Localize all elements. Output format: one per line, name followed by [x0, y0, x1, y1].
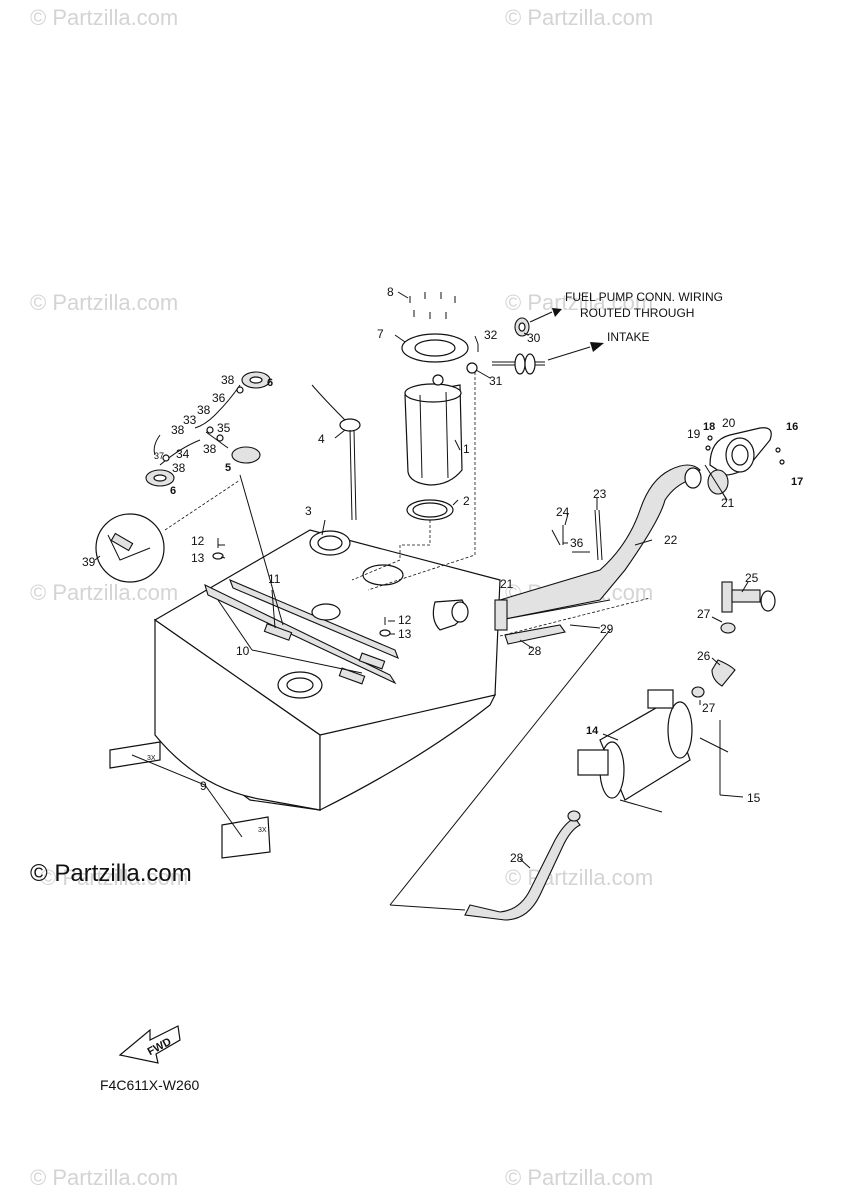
note-wiring-line1: FUEL PUMP CONN. WIRING: [565, 290, 723, 304]
callout-38: 38: [197, 403, 211, 417]
callout-3: 3: [305, 504, 312, 518]
callout-27: 27: [697, 607, 711, 621]
watermark-text: © Partzilla.com: [505, 865, 653, 890]
callout-21: 21: [500, 577, 514, 591]
watermark-layer: © Partzilla.com © Partzilla.com © Partzi…: [30, 5, 653, 1190]
callout-34: 34: [176, 447, 190, 461]
callout-32: 32: [484, 328, 498, 342]
bolts: [212, 538, 391, 637]
callout-38: 38: [203, 442, 217, 456]
watermark-text: © Partzilla.com: [505, 1165, 653, 1190]
callout-7: 7: [377, 327, 384, 341]
callout-38: 38: [171, 423, 185, 437]
watermark-text: © Partzilla.com: [30, 580, 178, 605]
fuel-pump: [351, 292, 476, 591]
watermark-text: © Partzilla.com: [30, 290, 178, 315]
notes: FUEL PUMP CONN. WIRING ROUTED THROUGH IN…: [565, 290, 723, 344]
fuel-hose: [464, 624, 581, 921]
callout-5: 5: [225, 462, 231, 474]
callout-21: 21: [721, 496, 735, 510]
callout-2: 2: [463, 494, 470, 508]
callout-4: 4: [318, 432, 325, 446]
callout-36: 36: [570, 536, 584, 550]
callout-26: 26: [697, 649, 711, 663]
callout-1: 1: [463, 442, 470, 456]
passthrough-grommets: [466, 308, 604, 375]
callout-6: 6: [267, 377, 273, 389]
qty-label: 3X: [258, 827, 267, 834]
callout-30: 30: [527, 331, 541, 345]
callout-17: 17: [791, 476, 803, 488]
callout-28: 28: [510, 851, 524, 865]
callout-37: 37: [154, 451, 164, 461]
vent-fittings: [145, 371, 271, 487]
callout-29: 29: [600, 622, 614, 636]
callout-31: 31: [489, 374, 503, 388]
callout-18: 18: [703, 421, 715, 433]
vent-bracket: [551, 509, 603, 561]
fuel-sender: [311, 384, 361, 521]
callout-22: 22: [664, 533, 678, 547]
damper-9: 3X 3X: [109, 741, 271, 859]
callout-38: 38: [172, 461, 186, 475]
leader-lines: [94, 291, 749, 869]
callout-39: 39: [82, 555, 96, 569]
callout-9: 9: [200, 779, 207, 793]
callout-12: 12: [398, 613, 412, 627]
callout-25: 25: [745, 571, 759, 585]
callout-15: 15: [747, 791, 761, 805]
callout-23: 23: [593, 487, 607, 501]
qty-label: 3X: [147, 755, 156, 762]
note-wiring-line2: ROUTED THROUGH: [580, 306, 694, 320]
callout-19: 19: [687, 427, 701, 441]
fuel-fittings: [691, 581, 776, 698]
callout-35: 35: [217, 421, 231, 435]
diagram-code: F4C611X-W260: [100, 1077, 200, 1093]
callout-12: 12: [191, 534, 205, 548]
reference-lines: [389, 629, 721, 911]
watermark-text: © Partzilla.com: [30, 5, 178, 30]
callout-27: 27: [702, 701, 716, 715]
callout-33: 33: [183, 413, 197, 427]
callout-16: 16: [786, 421, 798, 433]
filler-hose: [494, 464, 702, 637]
watermark-text: © Partzilla.com: [40, 865, 188, 890]
watermark-text: © Partzilla.com: [505, 290, 653, 315]
callout-13: 13: [191, 551, 205, 565]
callout-6: 6: [170, 485, 176, 497]
callout-14: 14: [586, 725, 599, 737]
detail-39: [95, 474, 284, 626]
filler-cap: [705, 427, 785, 495]
callout-24: 24: [556, 505, 570, 519]
callout-38: 38: [221, 373, 235, 387]
callout-11: 11: [268, 572, 281, 586]
callout-10: 10: [236, 644, 250, 658]
watermark-text: © Partzilla.com: [30, 1165, 178, 1190]
fuel-filter: [577, 689, 729, 813]
callout-28: 28: [528, 644, 542, 658]
callout-36: 36: [212, 391, 226, 405]
fwd-arrow-icon: FWD: [118, 1025, 181, 1064]
fuel-tank: [154, 529, 501, 811]
note-intake: INTAKE: [607, 330, 649, 344]
watermark-text: © Partzilla.com: [505, 5, 653, 30]
callout-20: 20: [722, 416, 736, 430]
callouts: 1 2 3 4 5 6 6 7 8 9 10 11 12 13 12 13 14…: [82, 285, 803, 865]
callout-13: 13: [398, 627, 412, 641]
copyright-text: © Partzilla.com: [30, 860, 192, 887]
callout-8: 8: [387, 285, 394, 299]
